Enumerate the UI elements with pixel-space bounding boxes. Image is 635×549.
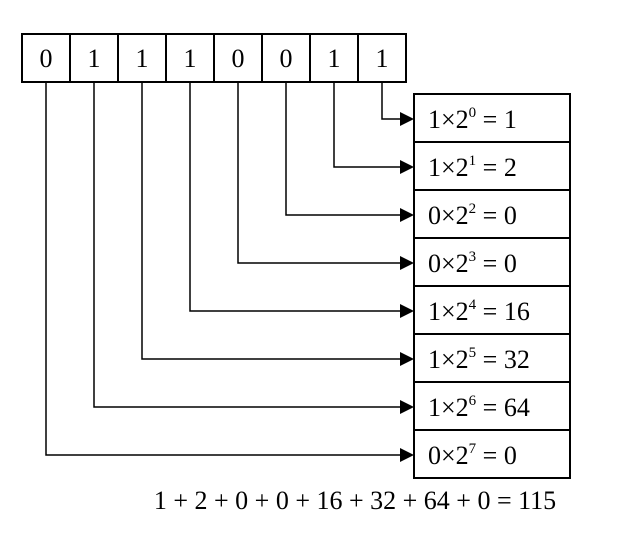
arrowhead-icon	[400, 256, 414, 270]
bit-value: 1	[184, 44, 197, 73]
bit-value: 0	[232, 44, 245, 73]
term-equation: 1×26 = 64	[428, 393, 530, 422]
term-column: 1×20 = 1 1×21 = 2 0×22 = 0 0×23 = 0 1×24 = 1…	[413, 93, 571, 479]
bit-value: 0	[40, 44, 53, 73]
arrowhead-icon	[400, 352, 414, 366]
term-cell	[413, 333, 571, 383]
bit-value: 1	[376, 44, 389, 73]
term-cell	[413, 429, 571, 479]
term-equation: 0×22 = 0	[428, 201, 517, 230]
bit-cell	[261, 33, 311, 83]
arrowhead-icon	[400, 400, 414, 414]
connector-line	[141, 82, 402, 360]
term-cell	[413, 285, 571, 335]
term-cell	[413, 237, 571, 287]
connector-line	[237, 82, 402, 264]
connector-lines	[45, 82, 414, 462]
connector-line	[93, 82, 402, 408]
connector-line	[285, 82, 402, 216]
bit-row: 0 1 1 1 0 0 1 1	[21, 33, 407, 83]
bit-value: 1	[328, 44, 341, 73]
sum-equation: 1 + 2 + 0 + 0 + 16 + 32 + 64 + 0 = 115	[154, 486, 556, 515]
term-equation: 1×20 = 1	[428, 105, 517, 134]
connector-line	[45, 82, 402, 456]
bit-value: 1	[88, 44, 101, 73]
term-cell	[413, 189, 571, 239]
connector-line	[189, 82, 402, 312]
arrowhead-icon	[400, 208, 414, 222]
term-equation: 1×24 = 16	[428, 297, 530, 326]
term-cell	[413, 381, 571, 431]
term-equation: 0×23 = 0	[428, 249, 517, 278]
connector-line	[381, 82, 402, 120]
arrowhead-icon	[400, 448, 414, 462]
bit-value: 0	[280, 44, 293, 73]
bit-cell	[357, 33, 407, 83]
bit-value: 1	[136, 44, 149, 73]
term-equation: 0×27 = 0	[428, 441, 517, 470]
arrowhead-icon	[400, 304, 414, 318]
arrowhead-icon	[400, 160, 414, 174]
connector-line	[333, 82, 402, 168]
term-equation: 1×21 = 2	[428, 153, 517, 182]
term-equation: 1×25 = 32	[428, 345, 530, 374]
term-cell	[413, 93, 571, 143]
arrowhead-icon	[400, 112, 414, 126]
